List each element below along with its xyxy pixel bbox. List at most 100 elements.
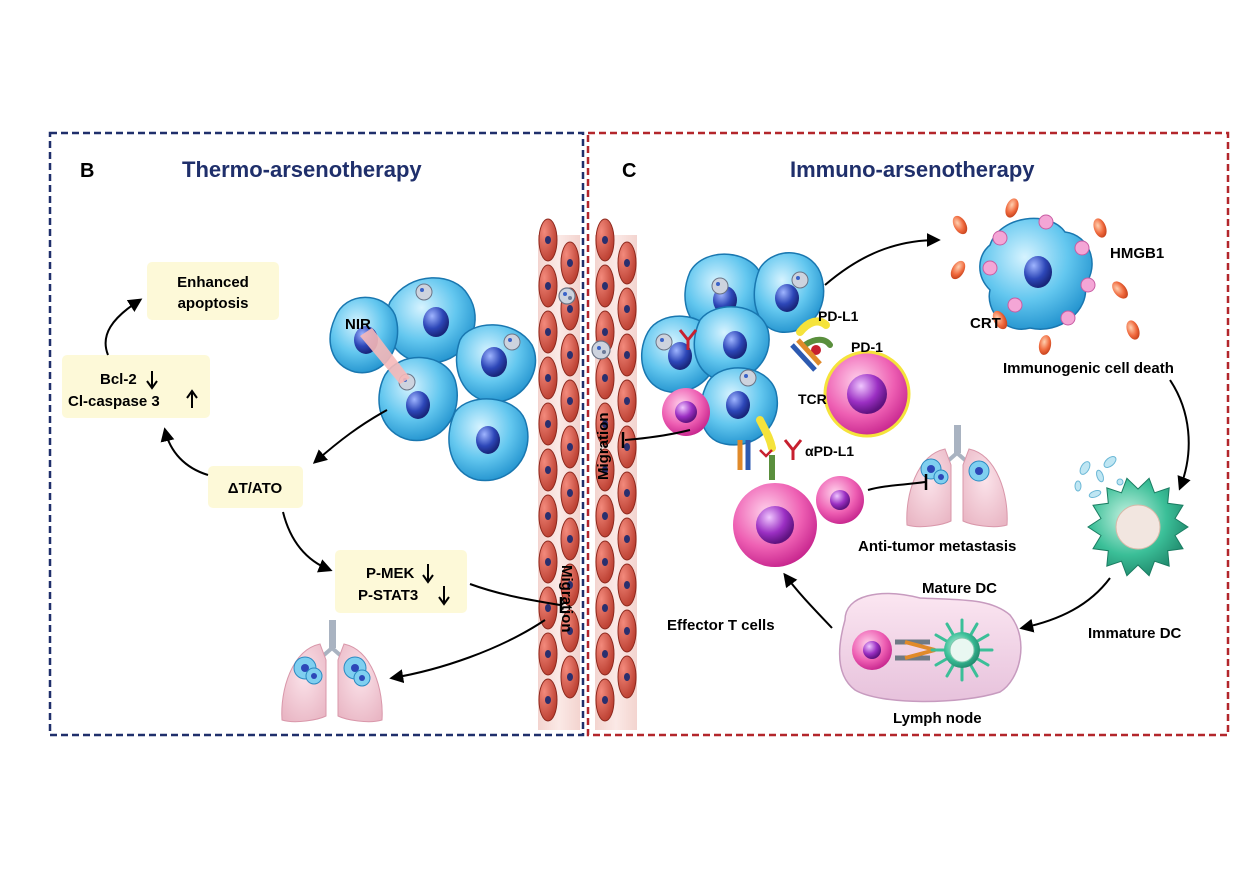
antigen-fragments: [1074, 456, 1124, 498]
arrow-icd-to-dc: [1169, 379, 1191, 491]
lymph-node-label: Lymph node: [893, 710, 982, 727]
dying-tumor-cell: [979, 214, 1096, 330]
endothelial-nucleus: [545, 328, 551, 336]
endothelial-nucleus: [602, 282, 608, 290]
endothelial-nucleus: [567, 535, 573, 543]
cl-caspase-label: Cl-caspase 3: [68, 393, 160, 410]
endothelial-nucleus: [567, 627, 573, 635]
mek-stat3-box: [335, 550, 467, 613]
bcl-caspase-box: [62, 355, 210, 418]
mature-dc-label: Mature DC: [922, 580, 997, 597]
endothelial-nucleus: [624, 535, 630, 543]
arrow-to-lung: [389, 619, 546, 684]
endothelial-nucleus: [602, 512, 608, 520]
lung-icon: [281, 620, 383, 723]
arrow-cells-to-dt: [312, 409, 388, 464]
effector-t-cell: [733, 483, 817, 567]
endothelial-nucleus: [624, 351, 630, 359]
endothelial-nucleus: [624, 581, 630, 589]
pd1-label: PD-1: [851, 339, 883, 355]
blood-vessel-right: [595, 218, 637, 730]
pdl1-label: PD-L1: [818, 308, 859, 324]
anti-tumor-label: Anti-tumor metastasis: [858, 538, 1016, 555]
endothelial-nucleus: [624, 259, 630, 267]
nir-beam: [360, 328, 410, 384]
endothelial-nucleus: [545, 696, 551, 704]
antibody-icon: [678, 329, 698, 350]
arrow-dt-to-mek: [282, 511, 333, 573]
pd1-pdl1-receptor: [790, 317, 833, 372]
immature-dc-icon: [1087, 477, 1189, 577]
endothelial-nucleus: [602, 236, 608, 244]
endothelial-nucleus: [567, 259, 573, 267]
endothelial-nucleus: [545, 558, 551, 566]
down-arrow-icon: [422, 564, 450, 606]
p-stat3-label: P-STAT3: [358, 587, 418, 604]
hmgb1-particles: [950, 198, 1140, 355]
endothelial-nucleus: [567, 581, 573, 589]
panel-b-title: Thermo-arsenotherapy: [182, 157, 422, 182]
endothelial-nucleus: [624, 673, 630, 681]
endothelial-nucleus: [602, 650, 608, 658]
blood-vessel-left: [538, 218, 580, 730]
endothelial-nucleus: [545, 466, 551, 474]
nanoparticle-icon: [591, 340, 611, 360]
migration-label-left: Migration: [558, 565, 575, 633]
lymph-node: [838, 592, 1022, 703]
p-mek-label: P-MEK: [366, 565, 415, 582]
effector-t-cells-label: Effector T cells: [667, 617, 775, 634]
bcl2-label: Bcl-2: [100, 371, 137, 388]
inhibit-line-migration-c: [624, 429, 691, 441]
apoptosis-label: apoptosis: [178, 295, 249, 312]
panel-b-border: [48, 131, 585, 737]
endothelial-nucleus: [624, 397, 630, 405]
endothelial-nucleus: [624, 627, 630, 635]
tcr-label: TCR: [798, 391, 827, 407]
arrow-bcl-to-apoptosis: [104, 298, 143, 356]
lung-icon: [906, 425, 1008, 528]
endothelial-nucleus: [545, 236, 551, 244]
icd-label: Immunogenic cell death: [1003, 360, 1174, 377]
endothelial-nucleus: [602, 328, 608, 336]
immature-dc-label: Immature DC: [1088, 625, 1182, 642]
endothelial-nucleus: [602, 696, 608, 704]
migration-label-right: Migration: [595, 413, 612, 481]
endothelial-nucleus: [567, 489, 573, 497]
enhanced-apoptosis-box: [147, 262, 279, 320]
endothelial-nucleus: [567, 305, 573, 313]
crt-label: CRT: [970, 315, 1001, 332]
endothelial-nucleus: [602, 558, 608, 566]
t-cell-pd1: [823, 350, 911, 438]
panel-c-letter: C: [622, 160, 636, 182]
down-arrow-icon: [146, 371, 158, 390]
nanoparticle-icon: [655, 271, 809, 387]
dt-ato-label: ΔT/ATO: [228, 480, 283, 497]
endothelial-nucleus: [602, 374, 608, 382]
hmgb1-label: HMGB1: [1110, 245, 1164, 262]
arrow-dt-to-bcl: [160, 427, 209, 476]
inhibit-line-migration: [469, 583, 561, 606]
inhibit-line-metastasis: [867, 481, 926, 491]
t-cell: [662, 388, 710, 436]
endothelial-nucleus: [567, 351, 573, 359]
endothelial-nucleus: [545, 512, 551, 520]
endothelial-nucleus: [545, 604, 551, 612]
apdl1-antibody-receptor: [737, 416, 803, 480]
endothelial-nucleus: [602, 466, 608, 474]
endothelial-nucleus: [545, 420, 551, 428]
nir-label: NIR: [345, 316, 371, 333]
arrow-to-icd: [824, 233, 941, 286]
endothelial-nucleus: [624, 489, 630, 497]
endothelial-nucleus: [624, 443, 630, 451]
endothelial-nucleus: [602, 420, 608, 428]
endothelial-nucleus: [545, 650, 551, 658]
panel-c-title: Immuno-arsenotherapy: [790, 157, 1035, 182]
endothelial-nucleus: [602, 604, 608, 612]
arrow-lymph-to-tcell: [783, 572, 833, 629]
endothelial-nucleus: [624, 305, 630, 313]
up-arrow-icon: [186, 389, 198, 408]
dt-ato-box: [208, 466, 303, 508]
endothelial-nucleus: [545, 374, 551, 382]
endothelial-nucleus: [567, 397, 573, 405]
